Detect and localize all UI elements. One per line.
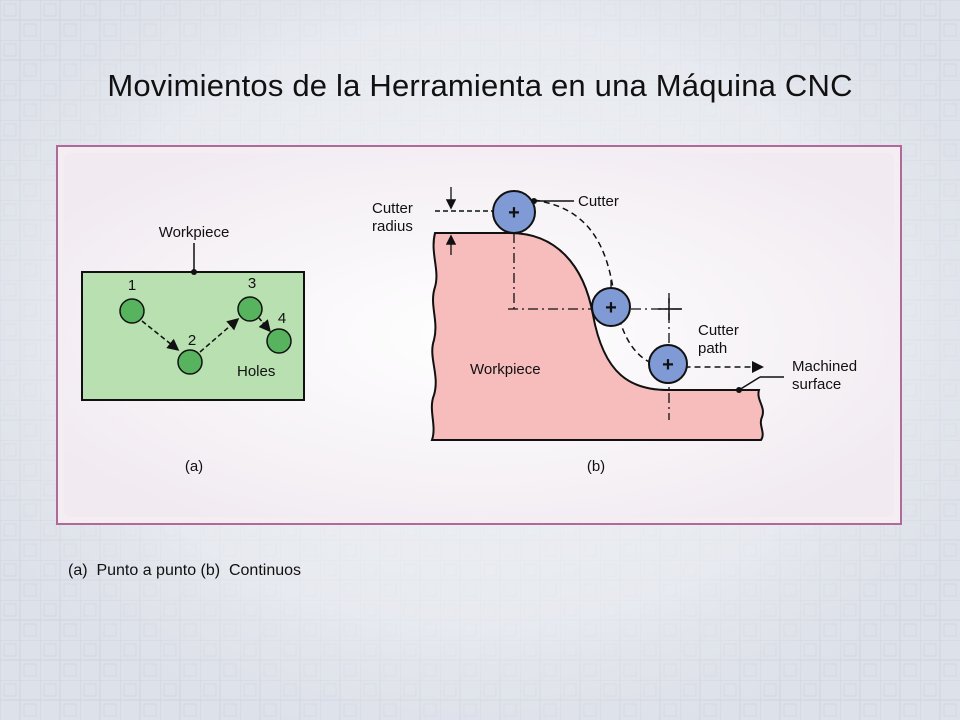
- move-2-3: [199, 318, 240, 353]
- cutter-radius-label-line2: radius: [372, 218, 413, 235]
- cutter-radius-label-line1: Cutter: [372, 200, 413, 217]
- cutter-path-label-line1: Cutter: [698, 322, 739, 339]
- holes-label: Holes: [237, 363, 275, 380]
- panel-a: Workpiece 1 2 3 4 Holes (a): [81, 224, 305, 475]
- cutter-3: +: [648, 344, 688, 384]
- machined-surface-label-line2: surface: [792, 376, 841, 393]
- cutter-1-symbol: +: [508, 202, 520, 224]
- cutter-1: +: [492, 190, 536, 234]
- cnc-motion-diagram: Workpiece 1 2 3 4 Holes (a): [64, 153, 894, 517]
- hole-3: [237, 296, 263, 322]
- hole-2: [177, 349, 203, 375]
- hole-4: [266, 328, 292, 354]
- cutter-2: +: [591, 287, 631, 327]
- panel-b: Cutter radius + + + Cutter Cutter path W…: [372, 187, 857, 475]
- workpiece-a-leader-dot: [191, 269, 197, 275]
- workpiece-a-label: Workpiece: [159, 224, 230, 241]
- cutter-2-symbol: +: [605, 297, 617, 319]
- hole-3-label: 3: [248, 275, 256, 292]
- hole-1: [119, 298, 145, 324]
- hole-2-label: 2: [188, 332, 196, 349]
- slide-title: Movimientos de la Herramienta en una Máq…: [107, 68, 853, 103]
- machined-surface-leader: [738, 376, 761, 391]
- cutter-label: Cutter: [578, 193, 619, 210]
- cutter-path-label-line2: path: [698, 340, 727, 357]
- workpiece-b-label: Workpiece: [470, 361, 541, 378]
- figure-caption: (a) Punto a punto (b) Continuos: [68, 562, 302, 579]
- machined-surface-label-line1: Machined: [792, 358, 857, 375]
- center-cross: [658, 298, 682, 320]
- panel-b-label: (b): [587, 458, 605, 475]
- cutter-3-symbol: +: [662, 354, 674, 376]
- move-3-4: [258, 317, 271, 333]
- hole-1-label: 1: [128, 277, 136, 294]
- panel-a-label: (a): [185, 458, 203, 475]
- workpiece-a: [81, 271, 305, 401]
- hole-4-label: 4: [278, 310, 286, 327]
